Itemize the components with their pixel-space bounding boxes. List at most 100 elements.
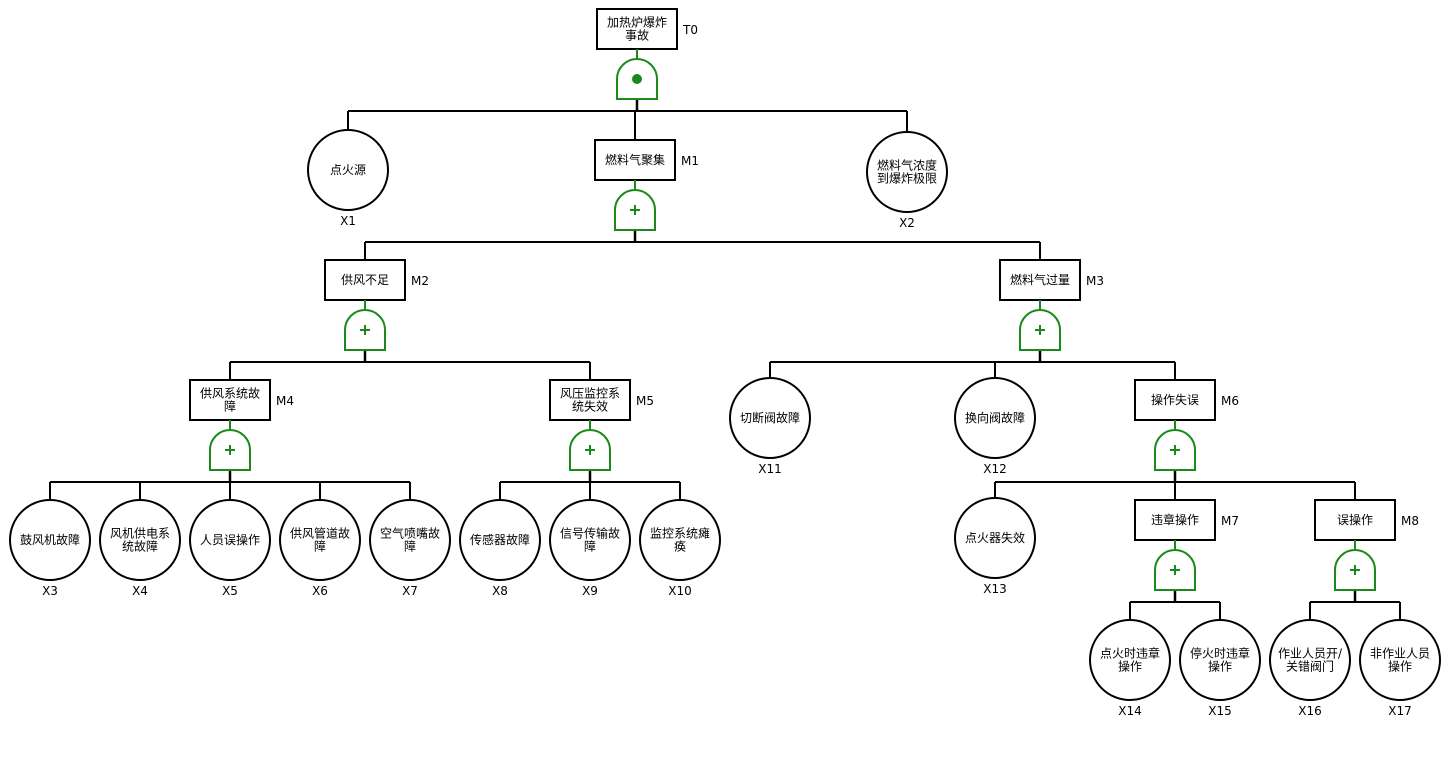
node-text: 燃料气过量 (1010, 272, 1070, 287)
basic-event-x11[interactable]: 切断阀故障 X11 (729, 377, 811, 476)
basic-event-circle (307, 129, 389, 211)
event-id: X15 (1208, 704, 1232, 718)
node-text: 监控系统瘫 (650, 526, 710, 541)
or-gate-icon (614, 189, 656, 231)
basic-event-circle (549, 499, 631, 581)
basic-event-circle (1089, 619, 1171, 701)
node-text: 操作 (1118, 659, 1142, 674)
basic-event-circle (459, 499, 541, 581)
node-text: 操作 (1208, 659, 1232, 674)
event-id: M1 (681, 154, 699, 168)
node-text: 加热炉爆炸 (607, 16, 667, 30)
intermediate-event-m1[interactable]: 燃料气聚集 M1 (594, 139, 699, 231)
basic-event-circle (9, 499, 91, 581)
event-id: X10 (668, 584, 692, 598)
node-text: 痪 (674, 539, 686, 554)
event-id: X11 (758, 462, 782, 476)
and-gate-icon (616, 58, 658, 100)
basic-event-circle (369, 499, 451, 581)
intermediate-event-m7[interactable]: 违章操作 M7 (1134, 499, 1239, 591)
event-box (549, 379, 631, 421)
node-text: 点火器失效 (965, 530, 1025, 545)
intermediate-event-m6[interactable]: 操作失误 M6 (1134, 379, 1239, 471)
event-box (999, 259, 1081, 301)
event-box (1134, 499, 1216, 541)
node-text: 事故 (625, 28, 649, 43)
basic-event-circle (1269, 619, 1351, 701)
node-text: 切断阀故障 (740, 410, 800, 425)
or-gate-icon (209, 429, 251, 471)
event-id: X17 (1388, 704, 1412, 718)
or-gate-icon (569, 429, 611, 471)
node-text: 换向阀故障 (965, 410, 1025, 425)
basic-event-x13[interactable]: 点火器失效 X13 (954, 497, 1036, 596)
node-text: 传感器故障 (470, 532, 530, 547)
event-box (1134, 379, 1216, 421)
event-id: T0 (682, 23, 698, 37)
basic-event-circle (1359, 619, 1441, 701)
event-id: M7 (1221, 514, 1239, 528)
basic-event-circle (729, 377, 811, 459)
event-id: X6 (312, 584, 328, 598)
or-gate-icon (1334, 549, 1376, 591)
event-id: X9 (582, 584, 598, 598)
event-box (324, 259, 406, 301)
event-id: X5 (222, 584, 238, 598)
event-id: X1 (340, 214, 356, 228)
basic-event-x8[interactable]: 传感器故障 X8 (459, 499, 541, 598)
event-box (596, 8, 678, 50)
node-text: 供风不足 (341, 273, 389, 287)
event-id: M6 (1221, 394, 1239, 408)
basic-event-circle (954, 497, 1036, 579)
event-id: X13 (983, 582, 1007, 596)
event-id: M3 (1086, 274, 1104, 288)
event-id: X3 (42, 584, 58, 598)
event-box (189, 379, 271, 421)
or-gate-icon (1154, 549, 1196, 591)
basic-event-circle (866, 131, 948, 213)
node-text: 信号传输故 (560, 526, 620, 541)
basic-event-circle (99, 499, 181, 581)
event-id: M4 (276, 394, 294, 408)
node-text: 障 (584, 539, 596, 554)
event-box (1314, 499, 1396, 541)
node-text: 风机供电系 (110, 527, 170, 541)
node-text: 统故障 (122, 539, 158, 554)
node-text: 燃料气聚集 (605, 152, 665, 167)
event-id: X2 (899, 216, 915, 230)
node-text: 供风管道故 (290, 526, 350, 541)
intermediate-event-m3[interactable]: 燃料气过量 M3 (999, 259, 1104, 351)
node-text: 非作业人员 (1370, 647, 1430, 661)
basic-event-circle (639, 499, 721, 581)
node-text: 供风系统故 (200, 386, 260, 401)
event-id: M8 (1401, 514, 1419, 528)
event-id: X8 (492, 584, 508, 598)
intermediate-event-m8[interactable]: 误操作 M8 (1314, 499, 1419, 591)
or-gate-icon (1019, 309, 1061, 351)
node-text: 关错阀门 (1286, 659, 1334, 674)
node-text: 误操作 (1337, 512, 1373, 527)
event-id: X7 (402, 584, 418, 598)
node-text: 操作失误 (1151, 392, 1199, 407)
event-id: X14 (1118, 704, 1142, 718)
node-text: 违章操作 (1151, 512, 1199, 527)
